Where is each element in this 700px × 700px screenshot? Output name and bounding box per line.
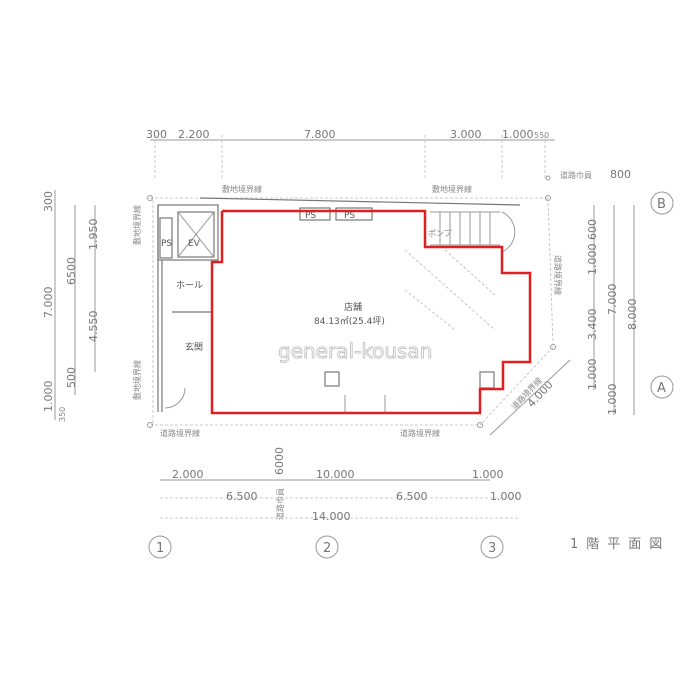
stairs <box>404 211 516 331</box>
dim-left-4550: 4.550 <box>87 311 100 343</box>
label-ev: EV <box>188 239 201 249</box>
shop-outline <box>210 209 532 415</box>
dim-right-1000a: 1.000 <box>586 244 599 276</box>
dim-right-1000c: 1.000 <box>606 384 619 416</box>
dim-right-1000b: 1.000 <box>586 359 599 391</box>
dim-right-600: 600 <box>586 219 599 240</box>
dim-bottom-10000: 10.000 <box>316 468 355 481</box>
axis-3: 3 <box>488 541 496 556</box>
dim-top-7800: 7.800 <box>304 128 336 141</box>
watermark: general-kousan <box>278 339 432 363</box>
label-boundary-bottom-left: 道路境界線 <box>160 428 200 438</box>
label-ps-2: PS <box>305 211 316 221</box>
dim-right-3400: 3.400 <box>586 309 599 341</box>
label-boundary-top-left: 敷地境界線 <box>222 184 262 194</box>
label-boundary-bottom-right: 道路境界線 <box>400 428 440 438</box>
label-ps-1: PS <box>161 239 172 249</box>
dim-right-7000: 7.000 <box>606 284 619 316</box>
dim-top-300: 300 <box>146 128 167 141</box>
dim-bottom-14000: 14.000 <box>312 510 351 523</box>
left-dimensions: 300 1.950 6500 7.000 4.550 500 1.000 350 <box>42 190 100 422</box>
axis-1: 1 <box>156 541 164 556</box>
dim-top-3000: 3.000 <box>450 128 482 141</box>
label-hall: ホール <box>176 280 203 291</box>
dim-bottom-6000: 6000 <box>273 447 286 475</box>
site-boundary: 敷地境界線 敷地境界線 道路巾員 800 道路境界線 道路境界線 敷地境界線 敷… <box>132 168 631 438</box>
axis-A: A <box>657 381 666 396</box>
dim-top-1000: 1.000 <box>502 128 534 141</box>
label-shop-area: 84.13㎡(25.4坪) <box>314 316 385 327</box>
building-walls <box>157 197 521 412</box>
dim-left-6500: 6500 <box>65 257 78 285</box>
top-dimensions: 300 2.200 7.800 3.000 1.000 550 <box>146 128 555 180</box>
dim-left-300: 300 <box>42 191 55 212</box>
label-shop: 店舗 <box>344 301 362 313</box>
dim-bottom-6500a: 6.500 <box>226 490 258 503</box>
grid-axes: 1 2 3 B A <box>148 191 674 559</box>
label-ps-3: PS <box>344 211 355 221</box>
dim-top-550: 550 <box>534 131 549 140</box>
label-road-width-bottom: 道路巾員 <box>275 488 285 520</box>
dim-top-2200: 2.200 <box>178 128 210 141</box>
dim-bottom-2000: 2.000 <box>172 468 204 481</box>
label-boundary-left-bottom: 敷地境界線 <box>132 360 142 400</box>
dim-left-500: 500 <box>65 367 78 388</box>
dim-bottom-6500b: 6.500 <box>396 490 428 503</box>
dim-left-350: 350 <box>58 407 67 422</box>
axis-B: B <box>657 197 666 212</box>
dim-bottom-1000: 1.000 <box>472 468 504 481</box>
bottom-dimensions: 2.000 10.000 1.000 6.500 6.500 1.000 14.… <box>160 447 522 523</box>
label-road-width-right: 道路巾員 <box>560 170 592 180</box>
label-pump: ポンプ <box>428 229 452 238</box>
axis-2: 2 <box>323 541 331 556</box>
dim-right-8000: 8.000 <box>626 299 639 331</box>
dim-left-1000: 1.000 <box>42 381 55 413</box>
label-entrance: 玄関 <box>185 341 203 353</box>
label-boundary-right: 道路境界線 <box>553 255 563 295</box>
dim-left-7000: 7.000 <box>42 287 55 319</box>
dim-right-800: 800 <box>610 168 631 181</box>
dim-left-1950: 1.950 <box>87 219 100 251</box>
right-dimensions: 600 1.000 3.400 1.000 7.000 8.000 1.000 <box>586 205 639 415</box>
drawing-title: 1階平面図 <box>570 537 670 552</box>
dim-bottom-1000b: 1.000 <box>490 490 522 503</box>
label-boundary-top-right: 敷地境界線 <box>432 184 472 194</box>
label-boundary-left-top: 敷地境界線 <box>132 205 142 245</box>
